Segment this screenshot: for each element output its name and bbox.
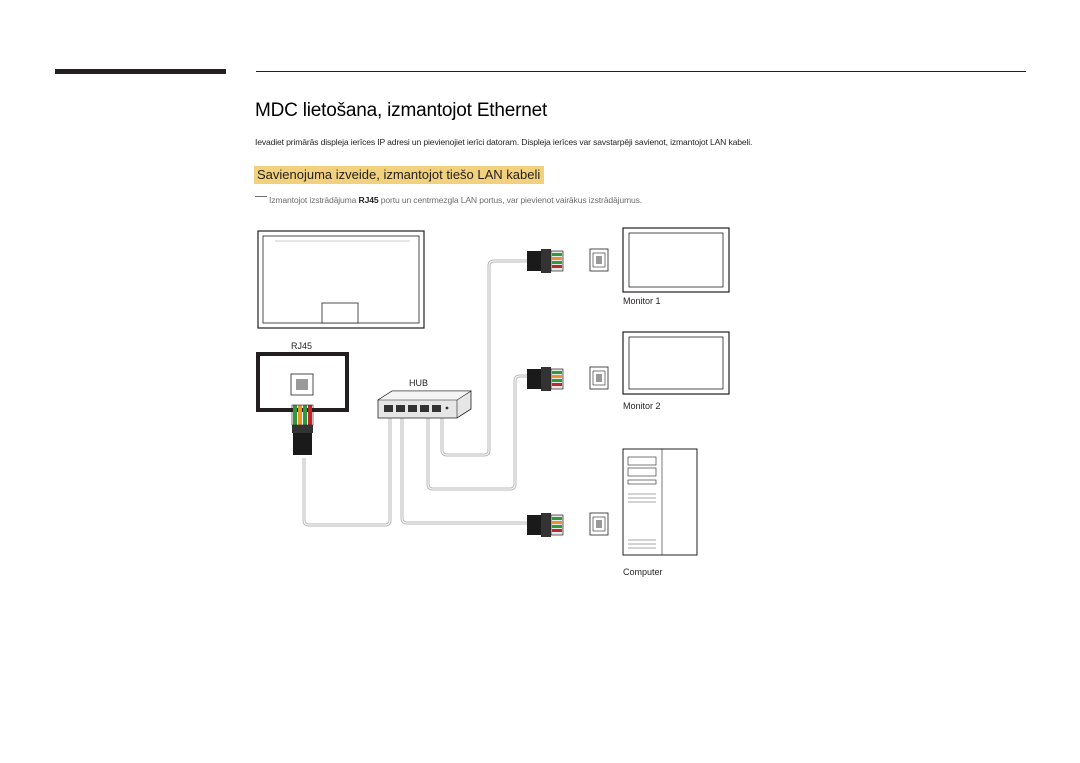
header-rule bbox=[256, 71, 1026, 72]
header-thick-bar bbox=[55, 69, 226, 74]
monitor2-label: Monitor 2 bbox=[623, 401, 661, 411]
display-back-illustration bbox=[257, 230, 425, 329]
monitor1-illustration bbox=[622, 227, 730, 293]
note-paragraph: Izmantojot izstrādājuma RJ45 portu un ce… bbox=[255, 195, 642, 205]
hub-label: HUB bbox=[409, 378, 428, 388]
computer-label: Computer bbox=[623, 567, 663, 577]
note-text-before: Izmantojot izstrādājuma bbox=[269, 195, 359, 205]
intro-paragraph: Ievadiet primārās displeja ierīces IP ad… bbox=[255, 137, 753, 147]
note-text-after: portu un centrmezgla LAN portus, var pie… bbox=[378, 195, 643, 205]
monitor1-label: Monitor 1 bbox=[623, 296, 661, 306]
hub-illustration bbox=[376, 390, 473, 419]
connector-monitor1 bbox=[526, 248, 609, 274]
section-heading: Savienojuma izveide, izmantojot tiešo LA… bbox=[254, 166, 545, 184]
connector-computer bbox=[526, 512, 609, 538]
monitor2-illustration bbox=[622, 331, 730, 395]
page-title: MDC lietošana, izmantojot Ethernet bbox=[255, 100, 548, 121]
connector-monitor2 bbox=[526, 366, 609, 392]
rj45-label: RJ45 bbox=[291, 341, 312, 351]
computer-illustration bbox=[622, 448, 698, 556]
note-dash-icon bbox=[255, 196, 267, 197]
note-text-bold: RJ45 bbox=[358, 195, 379, 205]
rj45-port-closeup bbox=[256, 352, 349, 455]
